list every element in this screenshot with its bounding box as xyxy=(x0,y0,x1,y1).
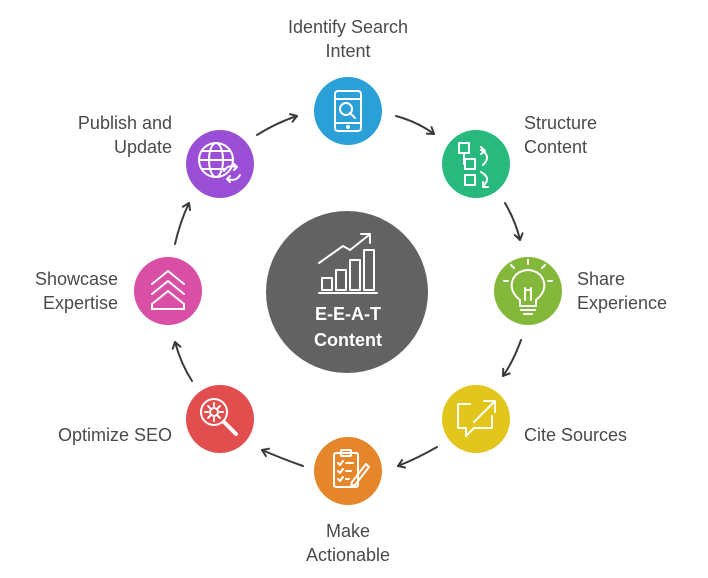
layers-chevron-icon xyxy=(151,270,185,310)
arrow-share-to-cite xyxy=(502,339,522,377)
growth-chart-icon xyxy=(318,233,378,294)
label-share-experience: Share Experience xyxy=(577,269,668,313)
label-publish-and-update: Publish and Update xyxy=(77,113,172,157)
arrow-cite-to-make xyxy=(397,446,438,469)
label-showcase-expertise: Showcase Expertise xyxy=(34,269,118,313)
gear-magnifier-icon xyxy=(200,398,238,436)
cycle-arrows xyxy=(171,113,524,469)
label-optimize-seo: Optimize SEO xyxy=(57,425,172,445)
speech-bubble-arrow-icon xyxy=(457,400,496,437)
arrow-make-to-optimize xyxy=(261,447,304,467)
arrow-publish-to-identify xyxy=(256,113,298,136)
label-structure-content: Structure Content xyxy=(524,113,598,157)
globe-refresh-icon xyxy=(198,142,241,183)
center-title-line2: Content xyxy=(314,330,382,350)
label-cite-sources: Cite Sources xyxy=(524,425,628,445)
mobile-search-icon xyxy=(334,90,362,132)
arrow-identify-to-structure xyxy=(395,115,435,135)
step-circle-publish-and-update xyxy=(186,130,254,198)
label-identify-search-intent: Identify Search Intent xyxy=(287,17,409,61)
checklist-pencil-icon xyxy=(333,449,370,488)
center-title: E-E-A-T Content xyxy=(283,301,413,353)
arrow-optimize-to-showcase xyxy=(171,341,193,382)
lightbulb-icon xyxy=(503,259,553,315)
center-title-line1: E-E-A-T xyxy=(315,304,381,324)
arrow-showcase-to-publish xyxy=(174,202,192,245)
structure-flow-icon xyxy=(458,142,489,188)
label-make-actionable: Make Actionable xyxy=(305,521,391,565)
arrow-structure-to-share xyxy=(504,202,524,241)
step-circle-optimize-seo xyxy=(186,385,254,453)
step-circle-identify-search-intent xyxy=(314,77,382,145)
